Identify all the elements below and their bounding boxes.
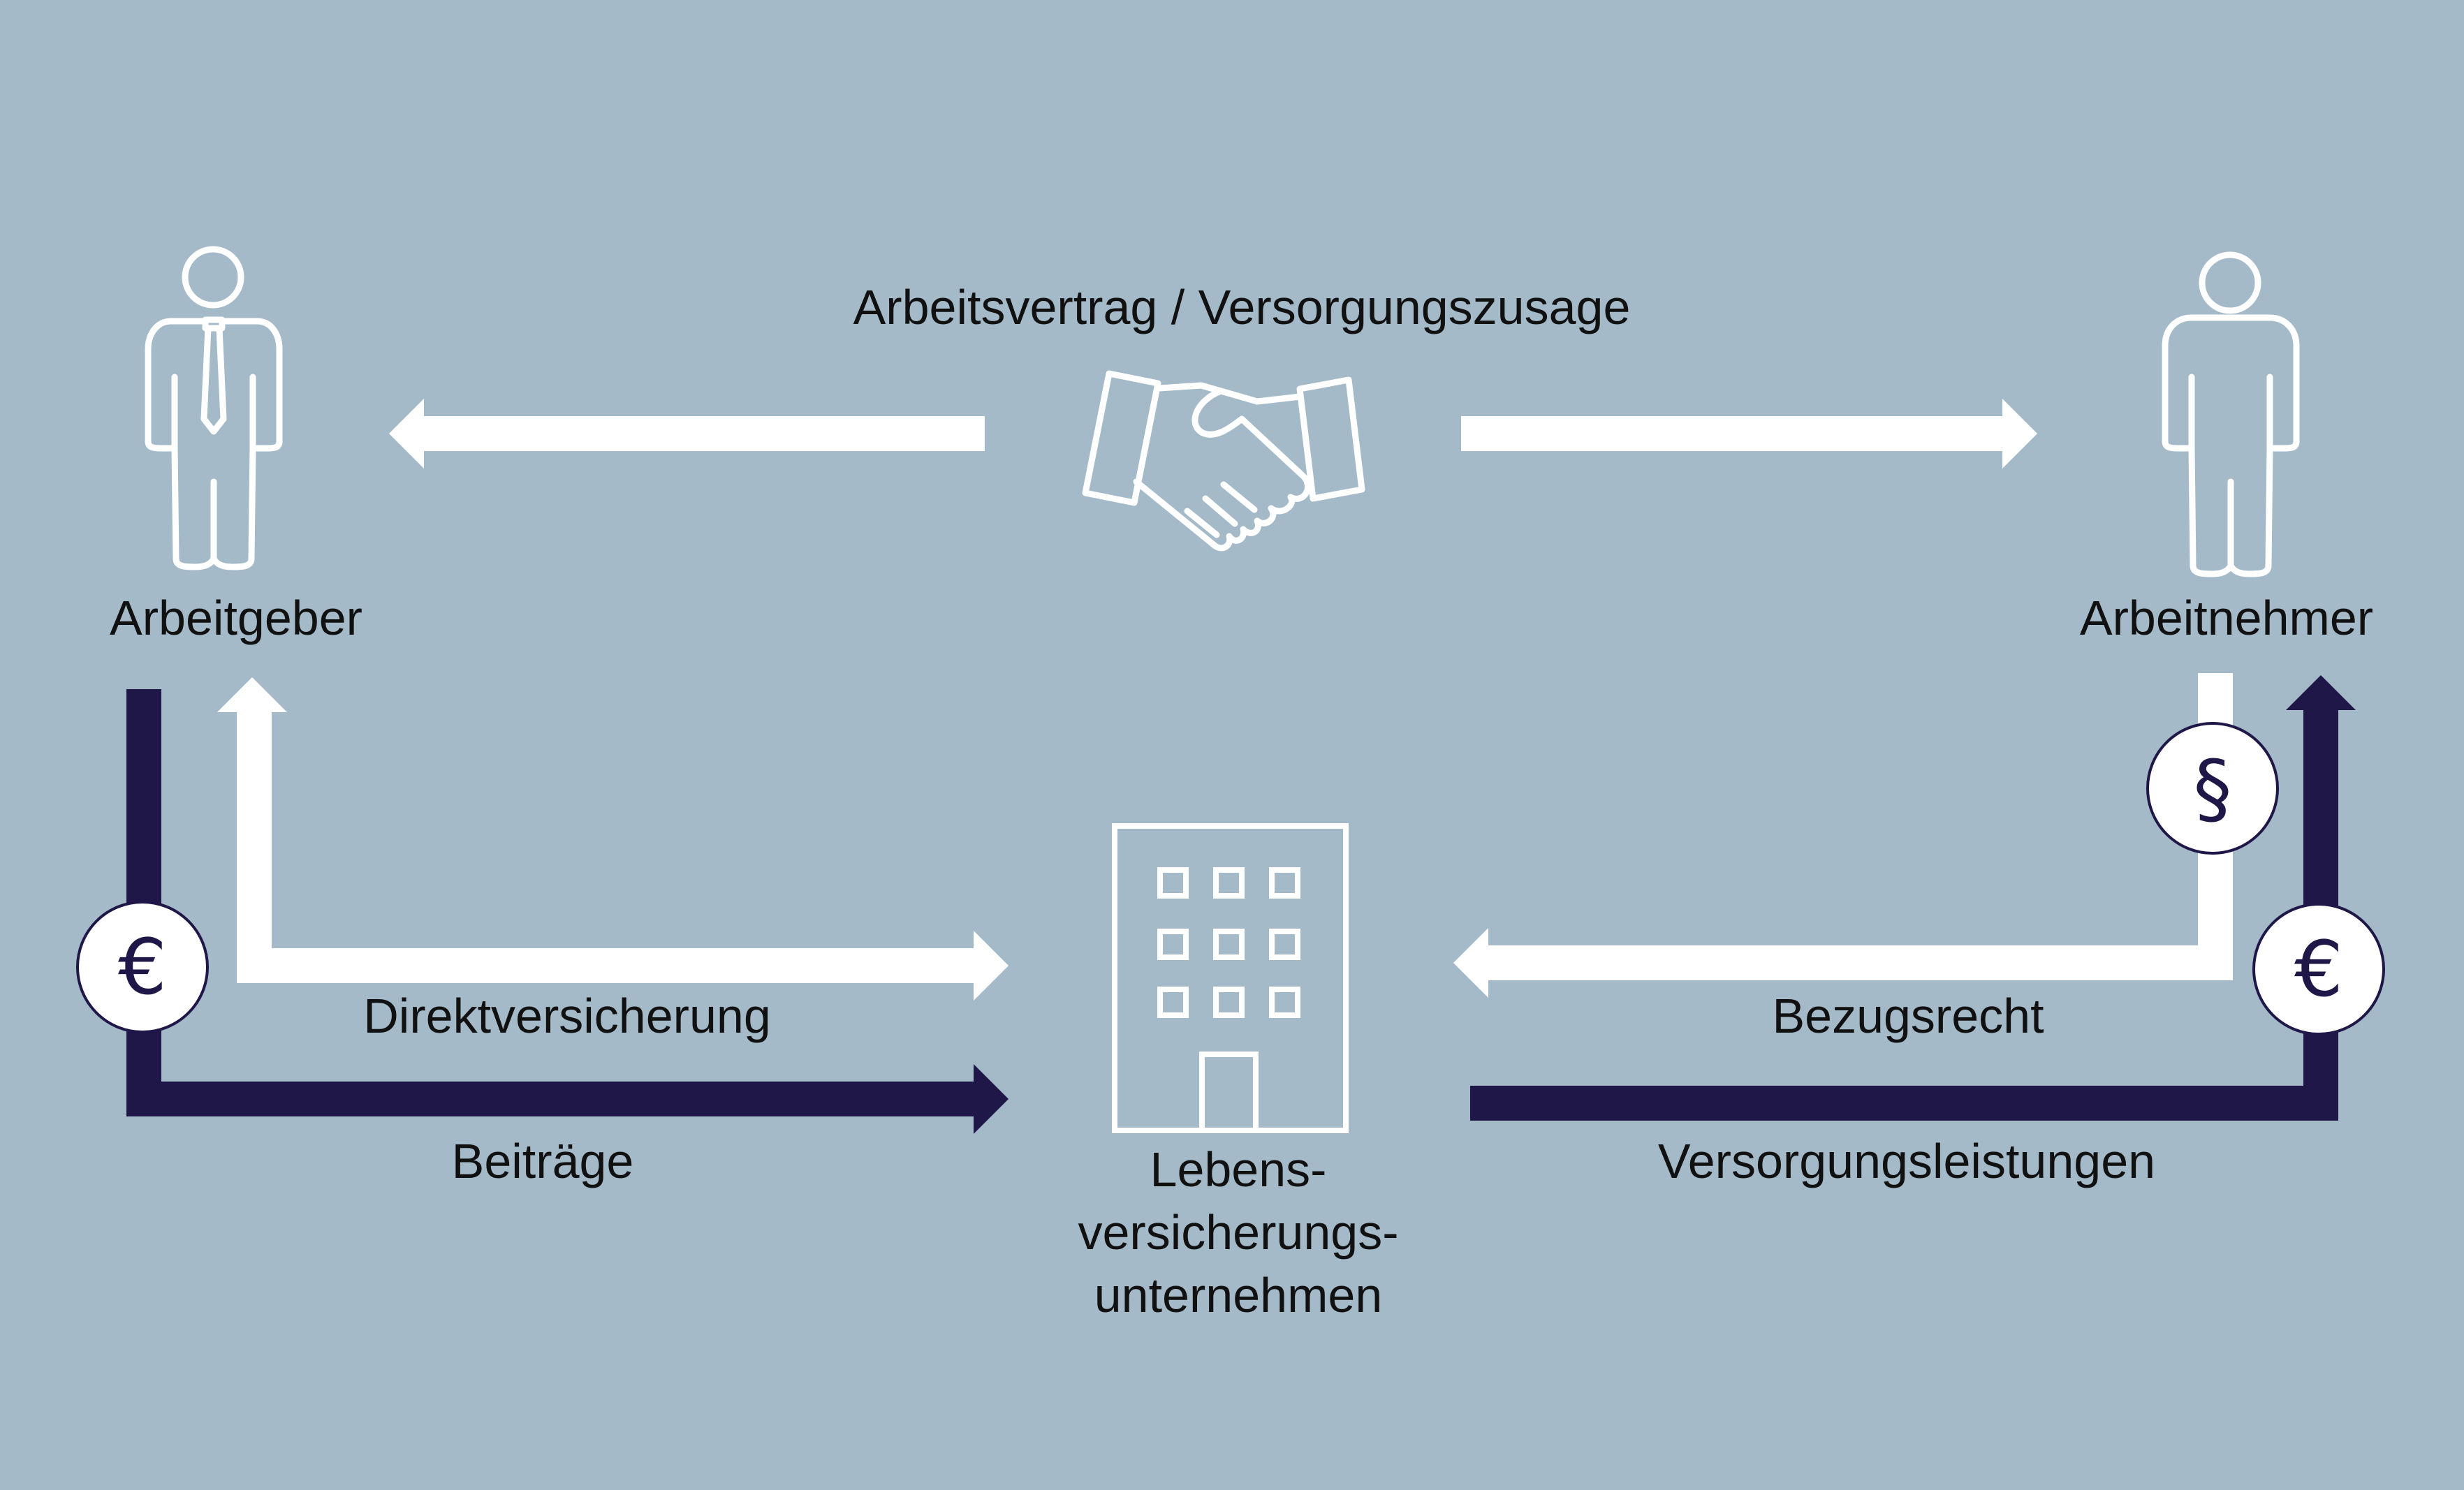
contract-arrow-to-employer — [389, 399, 985, 469]
subscription-right-label: Bezugsrecht — [1772, 989, 2044, 1043]
contributions-arrow — [126, 689, 1009, 1134]
contributions-label: Beiträge — [451, 1134, 634, 1188]
employee-label: Arbeitnehmer — [2079, 591, 2374, 645]
euro-badge-right: € — [2252, 903, 2385, 1035]
office-building-icon — [1112, 823, 1349, 1133]
direct-insurance-label: Direktversicherung — [363, 989, 771, 1043]
contract-label: Arbeitsvertrag / Versorgungszusage — [853, 280, 1631, 334]
insurer-label-line2: versicherungs- — [1078, 1205, 1399, 1260]
handshake-icon — [1082, 370, 1365, 552]
direct-insurance-arrow — [217, 677, 1009, 1001]
employee-person-icon — [2162, 251, 2300, 577]
insurer-label-line3: unternehmen — [1094, 1268, 1383, 1322]
paragraph-badge: § — [2146, 722, 2279, 855]
employer-person-icon — [145, 246, 283, 570]
contract-arrow-to-employee — [1461, 399, 2037, 469]
euro-badge-left: € — [76, 901, 209, 1033]
insurer-label: Lebens- versicherungs- unternehmen — [1078, 1138, 1398, 1327]
employer-label: Arbeitgeber — [110, 591, 362, 645]
subscription-right-arrow — [1453, 673, 2233, 998]
insurer-label-line1: Lebens- — [1150, 1142, 1327, 1197]
pension-benefits-label: Versorgungsleistungen — [1657, 1134, 2156, 1188]
